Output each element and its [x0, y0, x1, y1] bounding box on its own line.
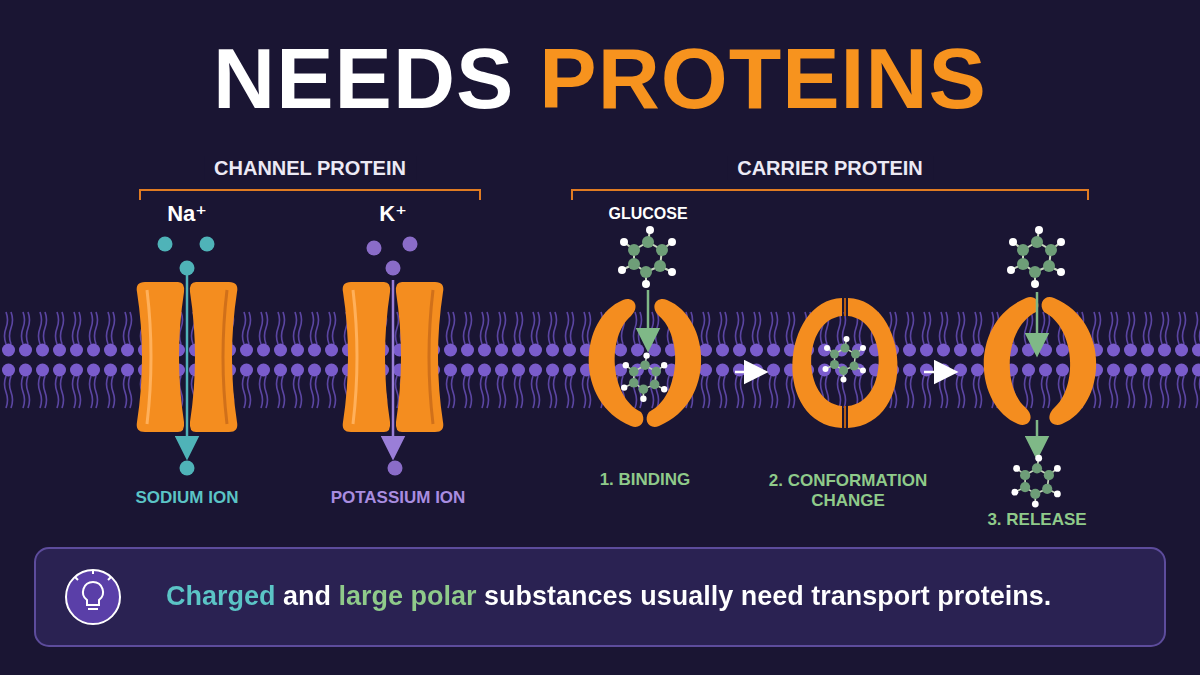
- step-label: 1. BINDING: [600, 470, 691, 490]
- potassium-ions: [367, 237, 418, 476]
- caption-text: Charged and large polar substances usual…: [166, 580, 1051, 614]
- ion-symbol: K⁺: [379, 201, 407, 227]
- carrier-protein-open: [589, 299, 702, 427]
- title: NEEDS PROTEINS: [213, 31, 987, 126]
- ion-name: SODIUM ION: [136, 488, 239, 508]
- ion-name: POTASSIUM ION: [331, 488, 466, 508]
- step-arrow: [924, 371, 946, 374]
- glucose-molecule: [621, 352, 667, 402]
- step-label: 2. CONFORMATION CHANGE: [753, 471, 943, 512]
- glucose-molecule: [823, 336, 867, 383]
- carrier-protein-closed: [792, 298, 897, 428]
- step-arrow: [735, 371, 756, 374]
- ion-symbol: Na⁺: [167, 201, 207, 227]
- glucose-molecule: [1007, 226, 1065, 288]
- flow-arrow: [1036, 420, 1039, 448]
- step-label: 3. RELEASE: [987, 510, 1086, 530]
- lightbulb-icon: [66, 570, 120, 624]
- group-label: CHANNEL PROTEIN: [204, 156, 416, 180]
- flow-arrow: [392, 280, 395, 448]
- bracket: [140, 190, 480, 200]
- sodium-ions: [158, 237, 215, 476]
- bracket: [572, 190, 1088, 200]
- glucose-molecule: [1012, 455, 1061, 508]
- flow-arrow: [647, 290, 650, 340]
- group-label: CARRIER PROTEIN: [727, 156, 933, 180]
- flow-arrow: [186, 268, 189, 448]
- carrier-protein-open: [984, 297, 1097, 425]
- molecule-label: GLUCOSE: [608, 204, 687, 223]
- caption-panel: [35, 548, 1165, 646]
- glucose-molecule: [618, 226, 676, 288]
- flow-arrow: [1036, 292, 1039, 345]
